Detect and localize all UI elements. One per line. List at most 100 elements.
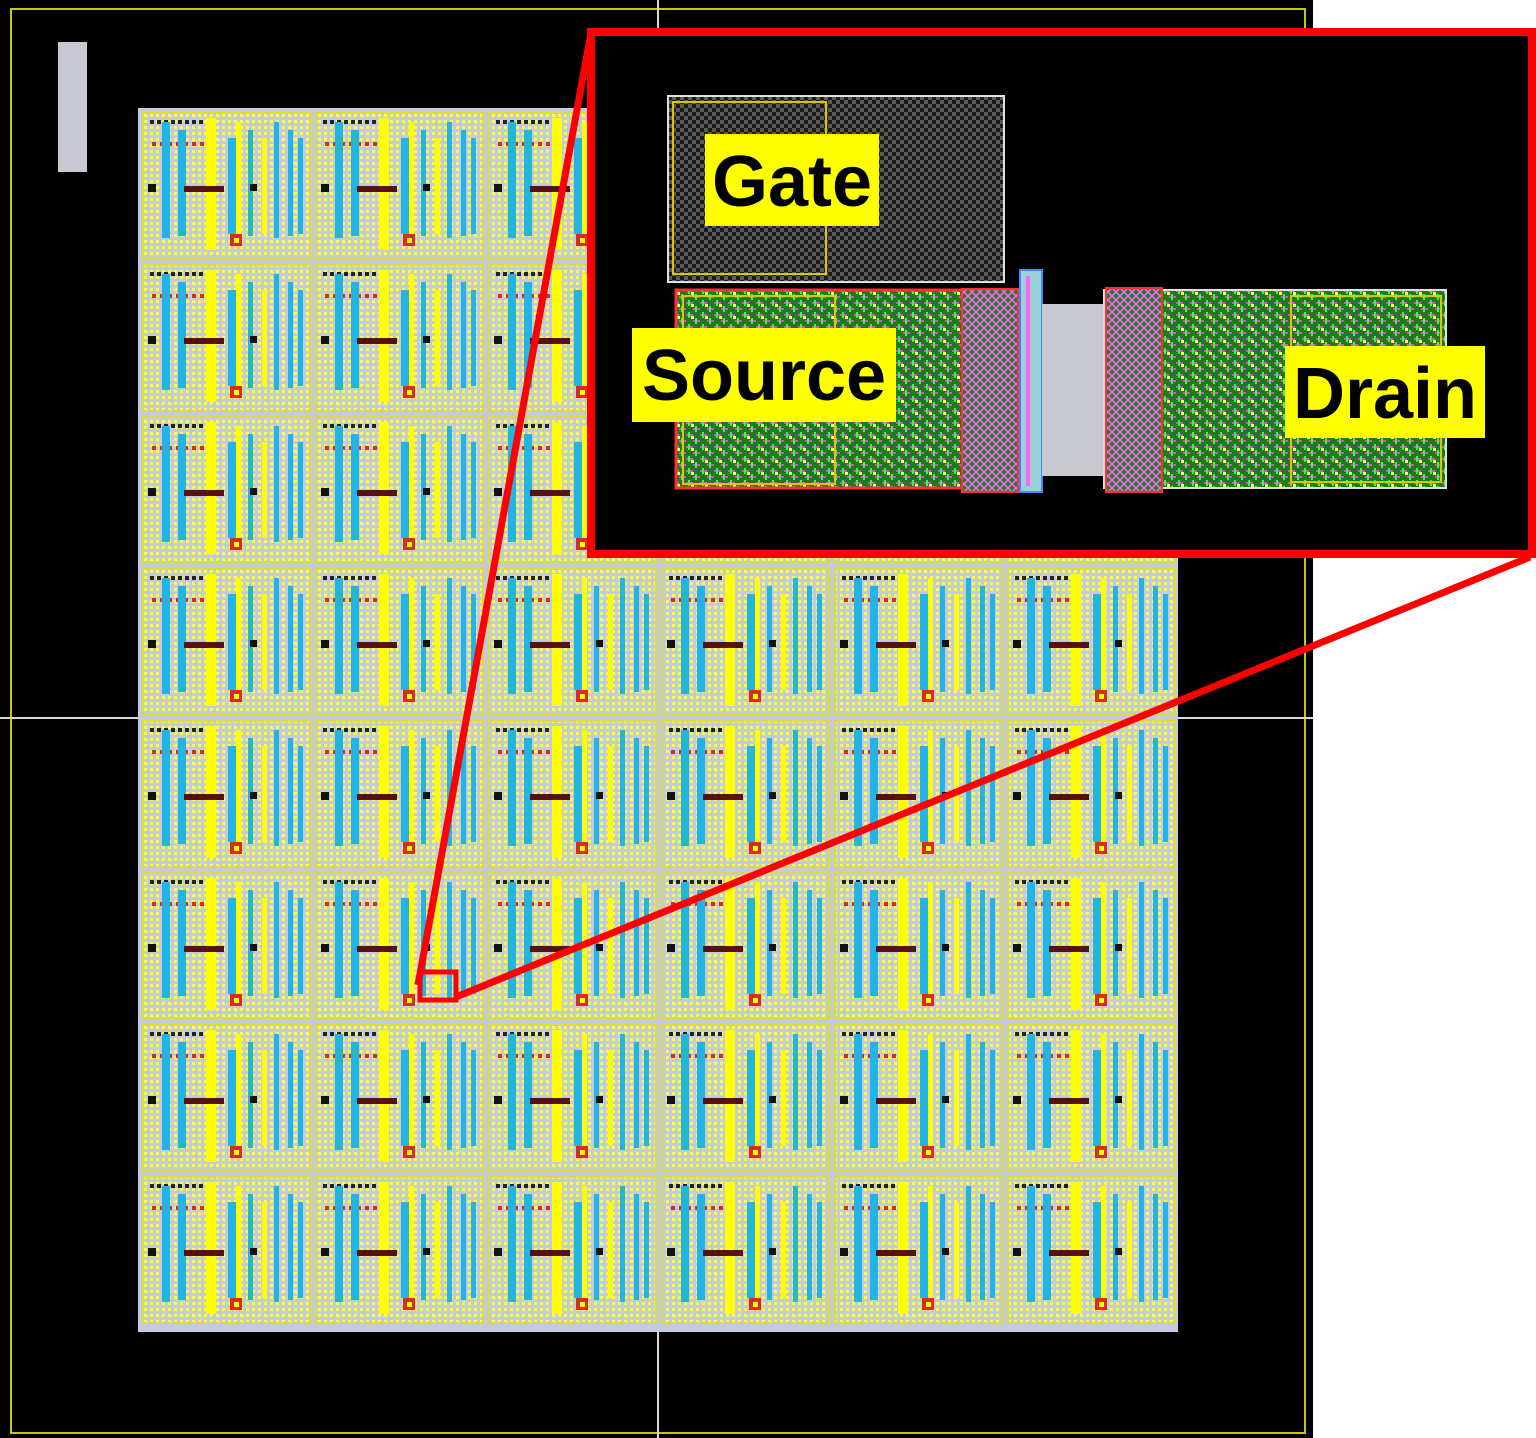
contact-dot	[524, 424, 528, 428]
metal-line	[1127, 1202, 1132, 1298]
metal-line	[582, 426, 587, 542]
contact-dot	[358, 424, 362, 428]
device-contact	[250, 640, 257, 647]
via-dot	[671, 1206, 675, 1210]
metal-line	[421, 586, 426, 692]
contact-dot	[676, 1184, 680, 1188]
metal-line	[508, 578, 516, 694]
contact-dot	[503, 880, 507, 884]
contact-dot	[1036, 880, 1040, 884]
cell-marker-center	[1099, 1302, 1104, 1307]
metal-line	[854, 1034, 862, 1150]
device-contact	[250, 1248, 257, 1255]
contact-dot	[358, 1184, 362, 1188]
contact-dot	[178, 576, 182, 580]
metal-line	[1153, 890, 1158, 996]
via-dot	[892, 750, 896, 754]
cell-marker-center	[753, 694, 758, 699]
device-contact	[667, 1096, 675, 1104]
contact-dot	[358, 1032, 362, 1036]
metal-line	[582, 1034, 587, 1150]
contact-dot	[531, 728, 535, 732]
metal-line	[178, 586, 186, 692]
cell-marker-center	[234, 542, 239, 547]
metal-line	[620, 730, 625, 846]
metal-line	[335, 578, 343, 694]
cell-marker-center	[753, 1150, 758, 1155]
metal-bus	[379, 574, 389, 706]
via-dot	[719, 902, 723, 906]
metal-line	[178, 130, 186, 236]
device-contact	[1115, 1248, 1122, 1255]
metal-line	[620, 1034, 625, 1150]
device-contact	[1013, 640, 1021, 648]
metal-line	[1127, 1050, 1132, 1146]
contact-dot	[718, 880, 722, 884]
contact-dot	[863, 1184, 867, 1188]
cell-marker-center	[234, 1302, 239, 1307]
metal-line	[980, 738, 985, 844]
contact-dot	[1043, 576, 1047, 580]
metal-line	[1043, 738, 1051, 844]
cell-marker-center	[407, 846, 412, 851]
contact-dot	[323, 1184, 327, 1188]
metal-line	[854, 882, 862, 998]
contact-dot	[358, 120, 362, 124]
via-dot	[719, 598, 723, 602]
array-cell	[142, 1176, 311, 1324]
device-contact	[1013, 792, 1021, 800]
contact-dot	[178, 1032, 182, 1036]
cell-marker-center	[234, 694, 239, 699]
device-contact	[942, 1248, 949, 1255]
via-dot	[325, 750, 329, 754]
metal-line	[236, 730, 241, 846]
device-gate	[184, 338, 224, 344]
metal-bus	[379, 1030, 389, 1162]
contact-dot	[330, 272, 334, 276]
contact-dot	[358, 272, 362, 276]
contact-dot	[185, 576, 189, 580]
contact-dot	[1022, 728, 1026, 732]
device-gate	[1049, 794, 1089, 800]
metal-line	[747, 746, 755, 842]
metal-line	[1153, 586, 1158, 692]
metal-line	[228, 898, 236, 994]
contact-dot	[711, 1032, 715, 1036]
via-dot	[538, 142, 542, 146]
contact-dot	[496, 576, 500, 580]
contact-dot	[365, 1032, 369, 1036]
via-dot	[711, 1206, 715, 1210]
via-dot	[365, 1206, 369, 1210]
metal-line	[409, 1186, 414, 1302]
metal-line	[1043, 1042, 1051, 1148]
array-cell	[142, 264, 311, 412]
metal-line	[980, 586, 985, 692]
metal-bus	[206, 878, 216, 1010]
contact-dot	[538, 576, 542, 580]
contact-dot	[178, 1184, 182, 1188]
via-dot	[365, 294, 369, 298]
device-contact	[942, 640, 949, 647]
metal-line	[870, 890, 878, 996]
metal-line	[162, 426, 170, 542]
metal-line	[298, 138, 303, 234]
metal-line	[162, 578, 170, 694]
device-gate	[357, 338, 397, 344]
metal-line	[747, 898, 755, 994]
contact-dot	[351, 120, 355, 124]
contact-dot	[199, 424, 203, 428]
metal-line	[644, 594, 649, 690]
device-contact	[148, 488, 156, 496]
cell-marker-center	[1099, 846, 1104, 851]
contact-dot	[1015, 1032, 1019, 1036]
metal-line	[178, 890, 186, 996]
contact-dot	[1057, 880, 1061, 884]
metal-line	[966, 882, 971, 998]
array-cell	[1007, 720, 1176, 868]
metal-line	[471, 442, 476, 538]
metal-line	[807, 586, 812, 692]
contact-dot	[545, 576, 549, 580]
metal-line	[409, 274, 414, 390]
contact-dot	[372, 1184, 376, 1188]
metal-line	[262, 746, 267, 842]
